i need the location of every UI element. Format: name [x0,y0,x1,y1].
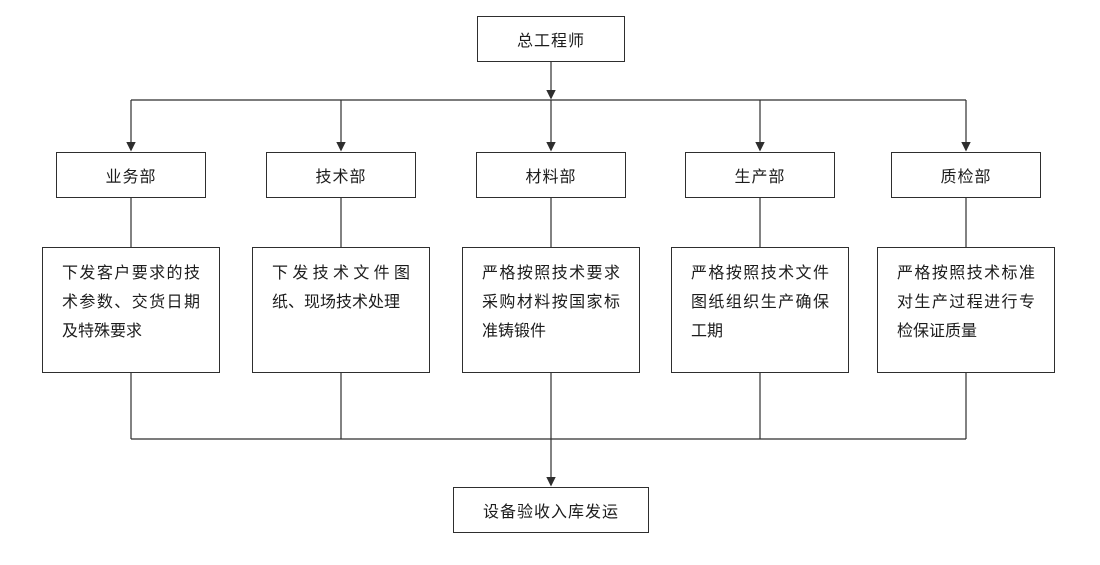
root-node-chief-engineer: 总工程师 [477,16,625,62]
desc-node-materials: 严格按照技术要求采购材料按国家标准铸锻件 [462,247,640,373]
dept-node-production: 生产部 [685,152,835,198]
dept-node-materials: 材料部 [476,152,626,198]
desc-node-quality: 严格按照技术标准对生产过程进行专检保证质量 [877,247,1055,373]
sink-node-acceptance-shipping: 设备验收入库发运 [453,487,649,533]
dept-node-technology: 技术部 [266,152,416,198]
desc-node-technology: 下发技术文件图纸、现场技术处理 [252,247,430,373]
desc-node-production: 严格按照技术文件图纸组织生产确保工期 [671,247,849,373]
dept-node-quality: 质检部 [891,152,1041,198]
dept-node-business: 业务部 [56,152,206,198]
desc-node-business: 下发客户要求的技术参数、交货日期及特殊要求 [42,247,220,373]
